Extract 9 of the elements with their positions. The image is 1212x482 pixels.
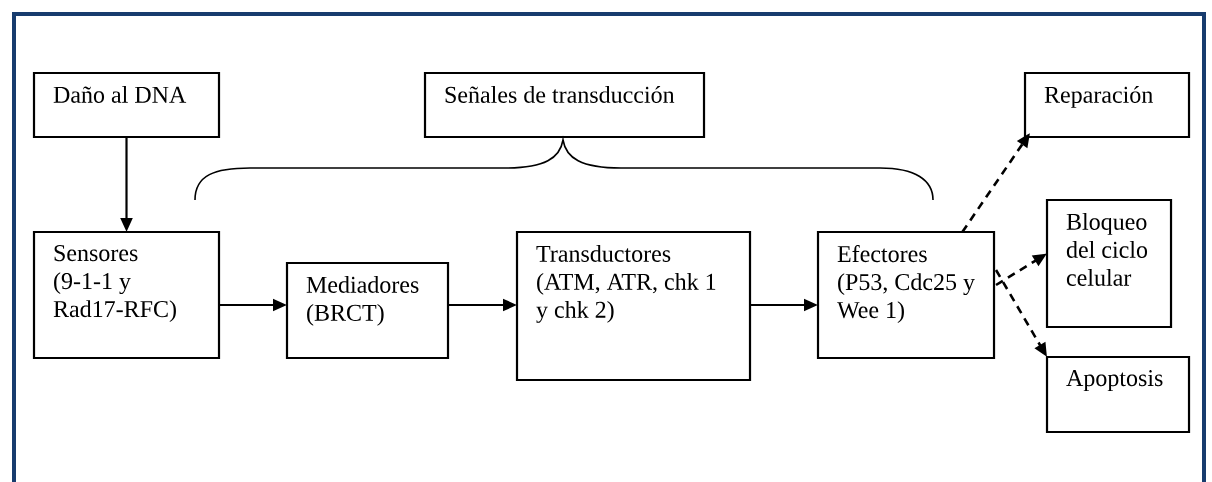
process-box: Transductores (ATM, ATR, chk 1 y chk 2) (515, 230, 752, 382)
process-box: Efectores (P53, Cdc25 y Wee 1) (816, 230, 996, 360)
process-box: Apoptosis (1045, 355, 1191, 434)
process-box: Bloqueo del ciclo celular (1045, 198, 1173, 329)
process-box: Reparación (1023, 71, 1191, 139)
process-box: Señales de transducción (423, 71, 706, 139)
process-box: Sensores (9-1-1 y Rad17-RFC) (32, 230, 221, 360)
process-box: Mediadores (BRCT) (285, 261, 450, 360)
process-box: Daño al DNA (32, 71, 221, 139)
